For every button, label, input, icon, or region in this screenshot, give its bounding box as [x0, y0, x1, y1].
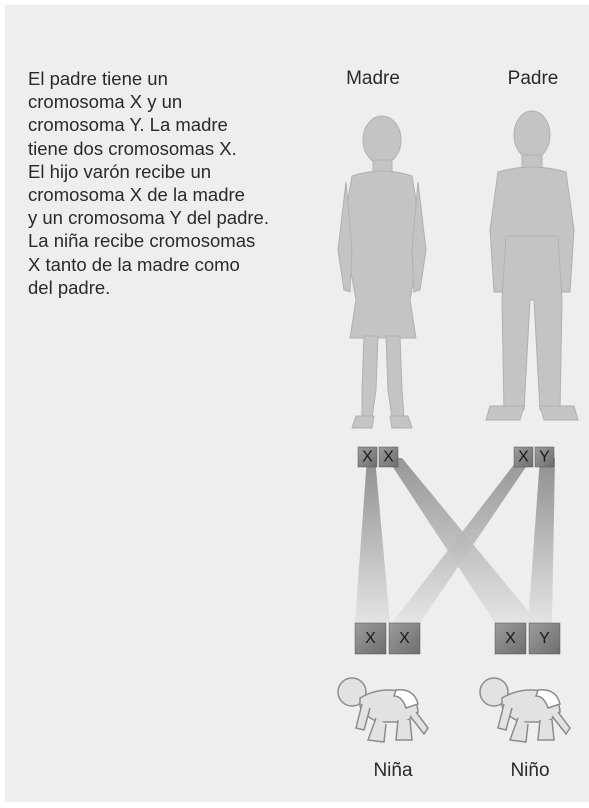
boy-chromosome-1	[494, 622, 527, 655]
father-chromosome-1	[513, 446, 534, 468]
beam-mother-to-girl	[355, 458, 390, 623]
girl-chromosome-2-label: X	[399, 630, 410, 647]
father-chromosome-2	[534, 446, 555, 468]
diagram-panel	[5, 5, 589, 802]
father-chromosomes: X Y	[513, 446, 555, 468]
mother-silhouette	[337, 115, 427, 429]
explanation-text: El padre tiene un cromosoma X y un cromo…	[28, 68, 269, 298]
boy-chromosomes: X Y	[494, 622, 561, 655]
father-chromosome-1-label: X	[518, 449, 529, 466]
girl-chromosome-1	[354, 622, 387, 655]
girl-chromosome-1-label: X	[365, 630, 376, 647]
girl-label: Niña	[373, 760, 413, 781]
father-label: Padre	[507, 68, 559, 89]
mother-label: Madre	[346, 68, 400, 89]
mother-chromosome-1	[357, 446, 378, 468]
father-silhouette	[485, 110, 579, 421]
boy-baby-illustration	[479, 677, 571, 743]
girl-chromosome-2	[388, 622, 421, 655]
beam-father-to-boy	[528, 458, 555, 623]
mother-chromosome-2	[378, 446, 399, 468]
boy-chromosome-2-label: Y	[539, 630, 550, 647]
girl-baby-illustration	[337, 677, 429, 743]
boy-chromosome-2	[528, 622, 561, 655]
boy-chromosome-1-label: X	[505, 630, 516, 647]
father-chromosome-2-label: Y	[539, 449, 550, 466]
boy-label: Niño	[510, 760, 550, 781]
girl-chromosomes: X X	[354, 622, 421, 655]
mother-chromosome-2-label: X	[383, 449, 394, 466]
beam-father-to-girl	[392, 458, 532, 623]
mother-chromosome-1-label: X	[362, 449, 373, 466]
mother-chromosomes: X X	[357, 446, 399, 468]
